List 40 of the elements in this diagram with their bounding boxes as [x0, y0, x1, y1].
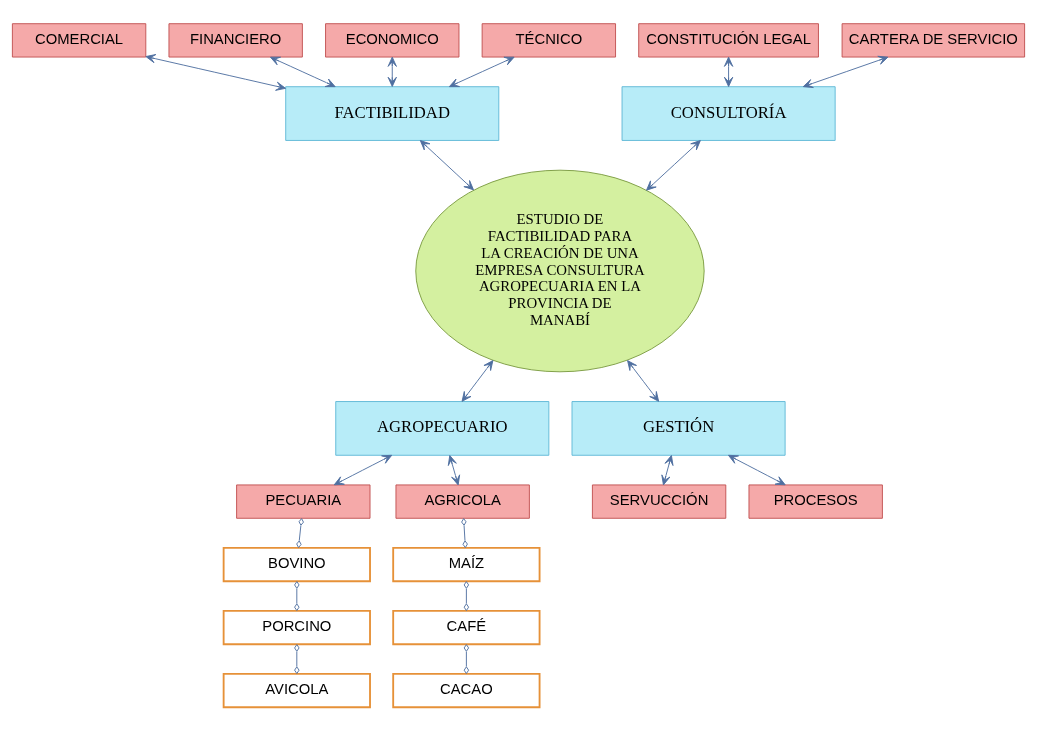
node-box: FACTIBILIDAD	[285, 86, 500, 141]
arrow	[461, 360, 494, 402]
node-box: AVICOLA	[222, 673, 371, 709]
node-box: SERVUCCIÓN	[591, 484, 727, 519]
node-box: AGRICOLA	[395, 484, 530, 519]
arrow	[448, 56, 515, 88]
node-box: PECUARIA	[236, 484, 371, 519]
arrow	[661, 455, 674, 486]
node-box: PORCINO	[222, 610, 371, 646]
arrow	[145, 54, 286, 91]
node-box: CONSULTORÍA	[621, 86, 836, 141]
arrow	[447, 455, 461, 486]
arrow	[728, 454, 786, 486]
node-box: PROCESOS	[748, 484, 883, 519]
node-box: GESTIÓN	[571, 401, 786, 456]
node-box: ECONOMICO	[325, 23, 460, 58]
arrow	[269, 56, 336, 88]
connector	[296, 518, 304, 548]
connector	[463, 644, 470, 674]
node-box: AGROPECUARIO	[335, 401, 550, 456]
arrow	[802, 55, 889, 88]
node-box: CONSTITUCIÓN LEGAL	[638, 23, 819, 58]
connector	[294, 581, 300, 611]
arrow	[387, 56, 397, 87]
node-box: FINANCIERO	[168, 23, 303, 58]
node-box: CACAO	[392, 673, 541, 709]
node-box: TÉCNICO	[481, 23, 616, 58]
node-box: MAÍZ	[392, 547, 541, 583]
connector	[294, 644, 300, 674]
arrow	[627, 360, 660, 402]
arrow	[646, 140, 701, 191]
connector	[463, 581, 470, 611]
arrow	[419, 140, 474, 191]
node-box: COMERCIAL	[11, 23, 147, 58]
node-box: BOVINO	[222, 547, 371, 583]
node-box: CAFÉ	[392, 610, 541, 646]
connector	[461, 518, 468, 548]
arrow	[333, 454, 393, 486]
arrow	[723, 56, 734, 87]
node-box: CARTERA DE SERVICIO	[841, 23, 1026, 58]
